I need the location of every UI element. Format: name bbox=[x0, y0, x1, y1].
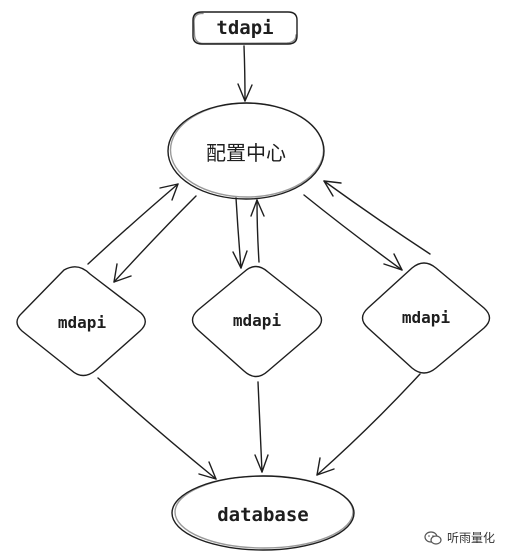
mdapi-left-node[interactable]: mdapi bbox=[16, 266, 146, 377]
arrow-config-to-mdapi-middle bbox=[232, 197, 248, 269]
mdapi-middle-node[interactable]: mdapi bbox=[191, 265, 323, 378]
arrow-config-to-mdapi-left bbox=[113, 195, 197, 283]
arrow-config-to-mdapi-right bbox=[303, 194, 403, 271]
watermark: 听雨量化 bbox=[424, 529, 495, 546]
mdapi-middle-label: mdapi bbox=[233, 311, 282, 330]
mdapi-right-label: mdapi bbox=[402, 308, 451, 327]
arrow-mdapi-left-to-config bbox=[87, 183, 179, 265]
database-node[interactable]: database bbox=[171, 475, 355, 551]
mdapi-right-node[interactable]: mdapi bbox=[361, 262, 491, 374]
arrow-mdapi-middle-to-database bbox=[254, 381, 269, 473]
wechat-icon bbox=[424, 530, 442, 545]
watermark-text: 听雨量化 bbox=[446, 531, 495, 545]
config-center-node[interactable]: 配置中心 bbox=[167, 102, 325, 200]
tdapi-label: tdapi bbox=[216, 17, 273, 39]
arrow-mdapi-right-to-database bbox=[316, 373, 421, 476]
mdapi-left-label: mdapi bbox=[58, 313, 107, 332]
config-center-label: 配置中心 bbox=[206, 141, 286, 165]
arrow-tdapi-to-config bbox=[237, 45, 253, 102]
database-label: database bbox=[217, 504, 309, 526]
arrow-mdapi-right-to-config bbox=[323, 180, 431, 255]
tdapi-node[interactable]: tdapi bbox=[192, 11, 298, 45]
arrow-mdapi-middle-to-config bbox=[250, 199, 265, 263]
arrow-mdapi-left-to-database bbox=[97, 377, 217, 480]
